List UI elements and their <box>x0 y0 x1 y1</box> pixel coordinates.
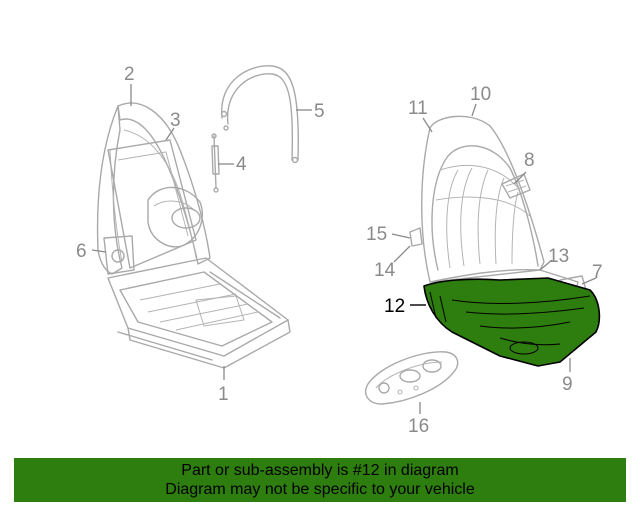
callout-15: 15 <box>366 224 387 245</box>
callout-11: 11 <box>408 98 428 119</box>
callout-1: 1 <box>218 384 229 405</box>
seat-cushion-part-12[interactable] <box>423 277 601 367</box>
info-banner: Part or sub-assembly is #12 in diagram D… <box>14 458 626 502</box>
seat-frame-drawing <box>96 102 291 369</box>
callout-4: 4 <box>236 154 247 175</box>
seat-assembly-drawing <box>409 115 587 293</box>
callout-6: 6 <box>76 241 87 262</box>
wire-harness-drawing <box>220 65 299 164</box>
leader-lines <box>91 84 597 414</box>
callout-9: 9 <box>562 374 573 395</box>
callout-10: 10 <box>470 84 491 105</box>
callout-3: 3 <box>170 110 181 131</box>
rod-drawing <box>211 133 220 193</box>
callout-2: 2 <box>124 64 135 85</box>
callout-7: 7 <box>592 262 603 283</box>
seat-switch-drawing <box>364 351 459 405</box>
banner-line-1: Part or sub-assembly is #12 in diagram <box>181 462 459 479</box>
callout-14: 14 <box>374 260 396 281</box>
callout-8: 8 <box>524 150 535 171</box>
callout-5: 5 <box>314 101 325 122</box>
callout-12: 12 <box>384 296 405 317</box>
callout-16: 16 <box>408 416 429 437</box>
banner-line-2: Diagram may not be specific to your vehi… <box>165 481 475 498</box>
callout-13: 13 <box>548 246 569 267</box>
